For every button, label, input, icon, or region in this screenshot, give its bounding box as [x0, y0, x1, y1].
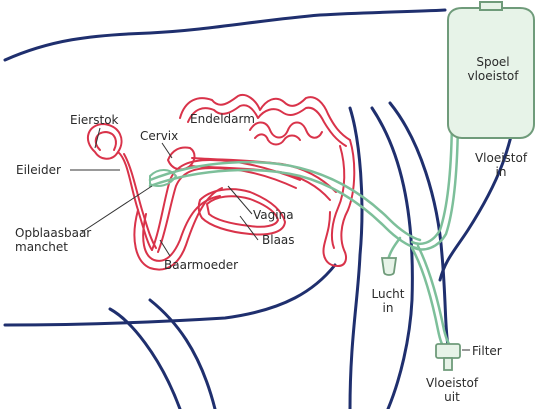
label-vagina: Vagina [253, 208, 294, 222]
label-filter: Filter [472, 344, 502, 358]
supply-tube [412, 110, 452, 244]
filter-outlet [444, 358, 452, 370]
back-outline [5, 10, 445, 60]
label-spoel-line2: vloeistof [463, 69, 523, 83]
label-lucht-line2: in [363, 301, 413, 315]
label-vloeistof-uit-line1: Vloeistof [420, 376, 484, 390]
rectum-coils-2 [255, 134, 300, 144]
label-eileider: Eileider [16, 163, 61, 177]
label-spoel-line1: Spoel [463, 55, 523, 69]
label-vloeistof-in-line2: in [470, 165, 532, 179]
label-manchet: Opblaasbaar manchet [15, 226, 91, 254]
filter-icon [436, 344, 460, 358]
bag-neck [480, 2, 502, 10]
hip-curve [350, 108, 362, 409]
air-tube [388, 238, 400, 260]
label-spoelvloeistof: Spoel vloeistof [463, 55, 523, 83]
rectum-down [324, 140, 355, 266]
label-baarmoeder: Baarmoeder [164, 258, 238, 272]
rectum-coils [250, 123, 322, 138]
belly-outline [5, 265, 335, 325]
uterus-body-inner [143, 196, 220, 261]
label-vloeistof-in: Vloeistof in [470, 151, 532, 179]
leader-baarmoeder [160, 240, 170, 256]
label-vloeistof-uit-line2: uit [420, 390, 484, 404]
air-valve-icon [382, 258, 396, 275]
label-endeldarm: Endeldarm [190, 112, 255, 126]
label-lucht-line1: Lucht [363, 287, 413, 301]
label-blaas: Blaas [262, 233, 295, 247]
label-vloeistof-in-line1: Vloeistof [470, 151, 532, 165]
lower-curve-1 [150, 300, 215, 409]
label-manchet-line1: Opblaasbaar [15, 226, 91, 240]
label-cervix: Cervix [140, 129, 178, 143]
label-eierstok: Eierstok [70, 113, 118, 127]
label-vloeistof-uit: Vloeistof uit [420, 376, 484, 404]
leader-cervix [162, 143, 172, 158]
label-lucht-in: Lucht in [363, 287, 413, 315]
label-manchet-line2: manchet [15, 240, 91, 254]
drain-tube [412, 248, 446, 350]
